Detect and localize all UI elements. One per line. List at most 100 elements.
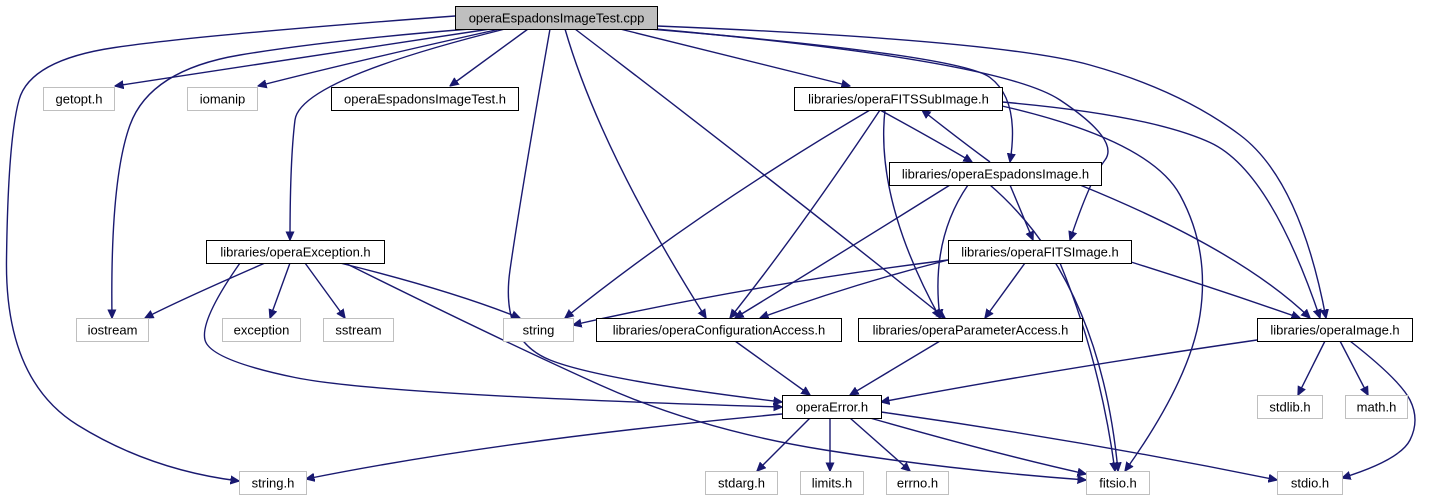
node-label: exception bbox=[234, 323, 290, 338]
nodes-layer: operaEspadonsImageTest.cpp getopt.h iomani… bbox=[43, 6, 1413, 495]
node-label: libraries/operaException.h bbox=[220, 245, 370, 260]
edge-espimg-to-config bbox=[735, 184, 951, 318]
node-iomanip: iomanip bbox=[187, 87, 258, 111]
edge-root-to-testh bbox=[450, 28, 529, 86]
node-label: libraries/operaEspadonsImage.h bbox=[902, 167, 1089, 182]
node-stdio: stdio.h bbox=[1277, 471, 1343, 495]
node-box bbox=[948, 240, 1132, 264]
node-label: operaEspadonsImageTest.h bbox=[344, 92, 506, 107]
edge-fitssub-to-fitsio bbox=[1001, 105, 1204, 471]
node-label: operaError.h bbox=[796, 400, 868, 415]
node-fitssub[interactable]: libraries/operaFITSSubImage.h bbox=[794, 87, 1003, 111]
node-box bbox=[886, 471, 949, 495]
node-stdlib: stdlib.h bbox=[1257, 395, 1323, 419]
edge-fitssub-to-string bbox=[565, 109, 871, 318]
node-box bbox=[455, 6, 658, 30]
edge-exception-to-sstream bbox=[304, 262, 345, 318]
edge-espimg-to-fitsimg bbox=[1009, 184, 1033, 240]
edge-root-to-param bbox=[574, 28, 945, 318]
node-box bbox=[323, 318, 394, 342]
node-param[interactable]: libraries/operaParameterAccess.h bbox=[858, 318, 1083, 342]
node-label: stdio.h bbox=[1291, 476, 1329, 491]
edge-root-to-iomanip bbox=[258, 28, 501, 86]
node-image[interactable]: libraries/operaImage.h bbox=[1257, 318, 1413, 342]
edge-error-to-stringh bbox=[306, 413, 783, 479]
node-box bbox=[239, 471, 307, 495]
node-fitsimg[interactable]: libraries/operaFITSImage.h bbox=[948, 240, 1132, 264]
edge-root-to-image bbox=[656, 25, 1326, 318]
node-label: getopt.h bbox=[56, 92, 103, 107]
node-label: errno.h bbox=[897, 476, 938, 491]
edge-param-to-error bbox=[850, 340, 941, 395]
node-label: string.h bbox=[252, 476, 295, 491]
node-label: libraries/operaParameterAccess.h bbox=[873, 323, 1069, 338]
node-root[interactable]: operaEspadonsImageTest.cpp bbox=[455, 6, 658, 30]
edge-root-to-iostream bbox=[112, 28, 471, 318]
edge-image-to-math bbox=[1339, 340, 1368, 395]
node-label: limits.h bbox=[812, 476, 852, 491]
node-stringh: string.h bbox=[239, 471, 307, 495]
node-box bbox=[187, 87, 258, 111]
node-label: libraries/operaFITSSubImage.h bbox=[808, 92, 989, 107]
node-box bbox=[782, 395, 882, 419]
node-label: sstream bbox=[335, 323, 381, 338]
edge-espimg-to-image bbox=[1079, 184, 1310, 318]
node-box bbox=[1257, 395, 1323, 419]
node-string: string bbox=[503, 318, 574, 342]
node-label: libraries/operaImage.h bbox=[1270, 323, 1399, 338]
edge-exception-to-exc bbox=[270, 262, 291, 318]
node-exc: exception bbox=[222, 318, 301, 342]
node-box bbox=[76, 318, 149, 342]
node-box bbox=[596, 318, 842, 342]
node-label: operaEspadonsImageTest.cpp bbox=[469, 11, 645, 26]
node-getopt: getopt.h bbox=[43, 87, 115, 111]
node-box bbox=[331, 87, 519, 111]
node-sstream: sstream bbox=[323, 318, 394, 342]
edge-exception-to-string bbox=[339, 262, 520, 318]
node-box bbox=[1277, 471, 1343, 495]
node-math: math.h bbox=[1345, 395, 1408, 419]
edge-error-to-fitsio bbox=[869, 417, 1086, 474]
node-box bbox=[222, 318, 301, 342]
edge-fitsimg-to-fitsio bbox=[1059, 262, 1115, 471]
edge-root-to-fitssub bbox=[619, 28, 850, 86]
node-box bbox=[794, 87, 1003, 111]
node-label: stdlib.h bbox=[1269, 400, 1310, 415]
node-espimg[interactable]: libraries/operaEspadonsImage.h bbox=[889, 162, 1102, 186]
edge-image-to-stdio bbox=[1342, 340, 1416, 478]
node-exception[interactable]: libraries/operaException.h bbox=[206, 240, 385, 264]
edge-root-to-fitsimg bbox=[654, 28, 1109, 240]
node-stdarg: stdarg.h bbox=[705, 471, 778, 495]
node-box bbox=[43, 87, 115, 111]
edge-root-to-config bbox=[564, 28, 706, 318]
edge-fitsimg-to-string bbox=[573, 259, 949, 325]
node-label: libraries/operaFITSImage.h bbox=[961, 245, 1119, 260]
edge-image-to-error bbox=[881, 339, 1258, 402]
edge-image-to-stdlib bbox=[1298, 340, 1326, 395]
node-error[interactable]: operaError.h bbox=[782, 395, 882, 419]
node-label: fitsio.h bbox=[1099, 476, 1137, 491]
node-box bbox=[1257, 318, 1413, 342]
node-iostream: iostream bbox=[76, 318, 149, 342]
node-box bbox=[889, 162, 1102, 186]
edge-error-to-stdio bbox=[880, 411, 1277, 480]
node-fitsio: fitsio.h bbox=[1086, 471, 1150, 495]
edge-espimg-to-fitssub bbox=[922, 110, 991, 163]
edge-error-to-stdarg bbox=[757, 417, 811, 471]
node-label: math.h bbox=[1357, 400, 1397, 415]
edge-exception-to-fitsio bbox=[344, 262, 1086, 480]
node-box bbox=[800, 471, 864, 495]
edge-config-to-error bbox=[734, 340, 810, 395]
node-config[interactable]: libraries/operaConfigurationAccess.h bbox=[596, 318, 842, 342]
node-errno: errno.h bbox=[886, 471, 949, 495]
node-label: string bbox=[523, 323, 555, 338]
edge-error-to-errno bbox=[849, 417, 910, 471]
edge-root-to-stringh bbox=[5, 15, 456, 481]
node-limits: limits.h bbox=[800, 471, 864, 495]
edge-espimg-to-param bbox=[938, 184, 969, 318]
edge-fitssub-to-config bbox=[730, 109, 881, 318]
node-box bbox=[1345, 395, 1408, 419]
node-testh[interactable]: operaEspadonsImageTest.h bbox=[331, 87, 519, 111]
edge-espimg-to-fitsio bbox=[989, 184, 1118, 471]
